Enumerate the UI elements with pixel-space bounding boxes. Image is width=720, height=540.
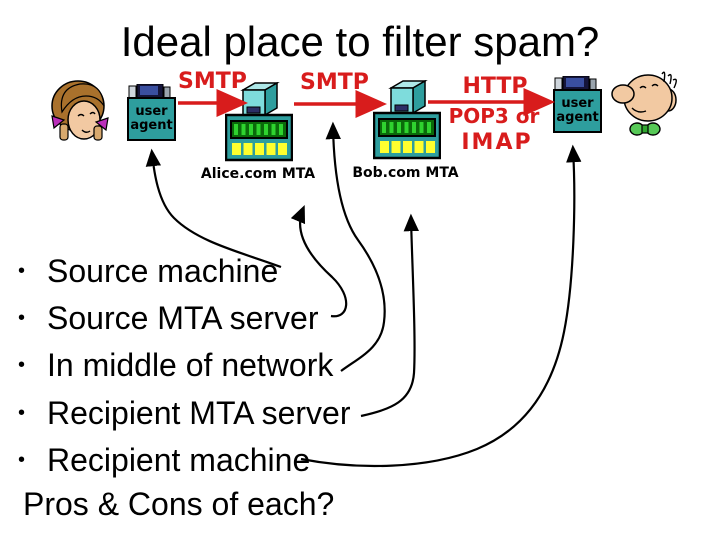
user-agent-box-recipient: user agent [553, 89, 602, 133]
http-label: HTTP [462, 74, 528, 99]
alice-mail-server-icon [225, 82, 293, 162]
bullet-glyph: • [18, 307, 26, 329]
alice-mta-label: Alice.com MTA [200, 166, 316, 182]
pop3-label: POP3 or [448, 104, 540, 128]
imap-label: IMAP [461, 130, 533, 155]
bob-mta-label: Bob.com MTA [352, 165, 459, 181]
bullet-item-recipient-mta: • Recipient MTA server [18, 395, 351, 431]
user-agent-box-sender: user agent [127, 97, 176, 141]
bullet-item-source-mta: • Source MTA server [18, 300, 319, 336]
woman-face-icon [51, 80, 109, 141]
bullet-glyph: • [18, 402, 26, 424]
pros-cons-question: Pros & Cons of each? [23, 486, 335, 522]
smtp-label-2: SMTP [300, 70, 369, 95]
bullet-item-recipient-machine: • Recipient machine [18, 442, 311, 478]
bob-mail-server-icon [373, 80, 441, 160]
bullet-glyph: • [18, 354, 26, 376]
user-agent-label: user [561, 96, 594, 111]
bullet-item-source-machine: • Source machine [18, 253, 279, 289]
bullet-item-middle-network: • In middle of network [18, 347, 334, 383]
page-title: Ideal place to filter spam? [120, 18, 600, 65]
man-face-icon [611, 71, 677, 136]
bullet-glyph: • [18, 449, 26, 471]
bullet-glyph: • [18, 260, 26, 282]
user-agent-label: user [135, 104, 168, 119]
connector-recipient-mta [360, 213, 419, 418]
user-agent-label: agent [130, 118, 173, 133]
user-agent-label: agent [556, 110, 599, 125]
connector-middle-network [325, 121, 386, 372]
